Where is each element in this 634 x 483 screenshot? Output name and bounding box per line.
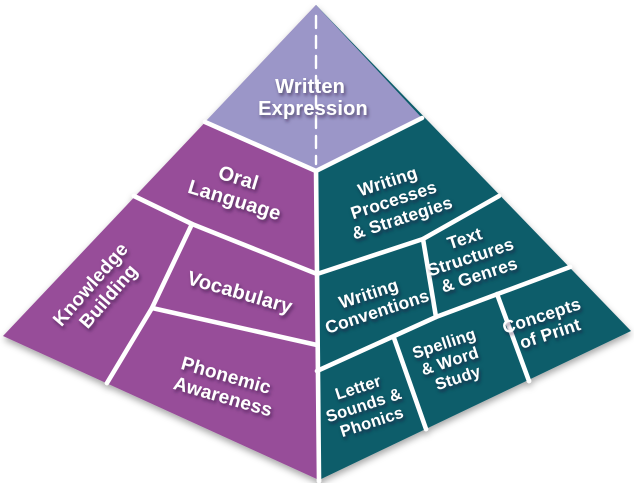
divider-letter-spelling: [391, 335, 429, 432]
label-concepts-of-print: Concepts of Print: [500, 292, 594, 356]
divider-conventions-structures: [420, 236, 439, 320]
label-letter-sounds-phonics: Letter Sounds & Phonics: [318, 366, 414, 444]
divider-front-edge: [313, 164, 322, 483]
label-written-expression: Written Expression: [258, 76, 368, 120]
divider-spelling-concepts: [494, 291, 532, 384]
divider-vocabulary-bottom: [149, 305, 320, 348]
divider-conventions-bottom: [314, 264, 573, 374]
apex-cap: [205, 5, 422, 171]
divider-apex-bottom: [202, 115, 425, 174]
label-spelling-word-study: Spelling & Word Study: [410, 324, 494, 398]
